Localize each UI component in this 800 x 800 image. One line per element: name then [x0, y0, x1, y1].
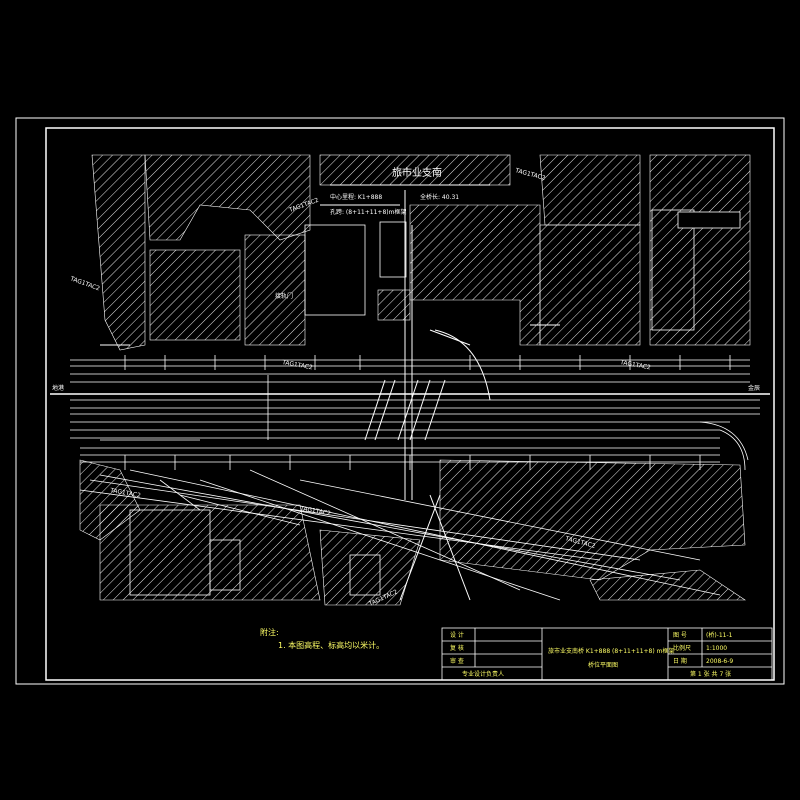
track-tag: TAG1TAC2: [619, 359, 652, 371]
project-title-line-2: 桥位平面图: [588, 661, 618, 669]
approve-label: 审 查: [450, 657, 464, 665]
drawing-no-label: 图 号: [673, 632, 687, 639]
top-annotations: 旅市业支南 中心里程: K1+888 全桥长: 40.31 孔跨: (8+11+…: [52, 166, 760, 392]
date-value: 2008-6-9: [706, 658, 733, 665]
direction-right-label: 金辰: [748, 384, 760, 392]
sheet-count: 第 1 张 共 7 张: [690, 670, 731, 678]
full-length-label: 全桥长: 40.31: [420, 193, 459, 201]
scale-value: 1:1000: [706, 645, 727, 652]
hatched-areas: [91, 154, 751, 351]
span-label: 孔跨: (8+11+11+8)m框架: [330, 208, 406, 216]
design-label: 设 计: [450, 631, 464, 639]
notes-heading: 附注:: [260, 627, 279, 637]
center-stake-label: 中心里程: K1+888: [330, 193, 382, 201]
track-tag: TAG1TAC2: [281, 359, 314, 371]
scale-label: 比例尺: [673, 644, 691, 652]
station-title: 旅市业支南: [392, 166, 442, 179]
inner-border: [45, 127, 775, 681]
railway-tracks: [50, 359, 770, 601]
notes-line-1: 1. 本图高程、标高均以米计。: [278, 640, 384, 650]
notes-block: 附注: 1. 本图高程、标高均以米计。: [260, 627, 384, 650]
hatched-areas-bottom: [79, 459, 746, 606]
north-note-label: 接轨门: [275, 292, 293, 300]
track-tag: TAG1TAC2: [68, 275, 101, 293]
title-block: [441, 627, 773, 681]
bridge-structure: [100, 184, 560, 601]
direction-left-label: 地港: [52, 384, 64, 392]
chief-label: 专业设计负责人: [462, 670, 504, 678]
drawing-no-value: (桥)-11-1: [706, 631, 733, 639]
date-label: 日 期: [673, 657, 687, 665]
title-block-text: 设 计 复 核 审 查 专业设计负责人 旅市业支南桥 K1+888 (8+11+…: [450, 631, 733, 678]
review-label: 复 核: [450, 644, 464, 652]
track-tag: TAG1TAC2: [299, 505, 332, 517]
cross-ties: [124, 355, 731, 470]
outer-frame: [15, 117, 785, 685]
project-title-line-1: 旅市业支南桥 K1+888 (8+11+11+8) m框架: [548, 647, 674, 655]
